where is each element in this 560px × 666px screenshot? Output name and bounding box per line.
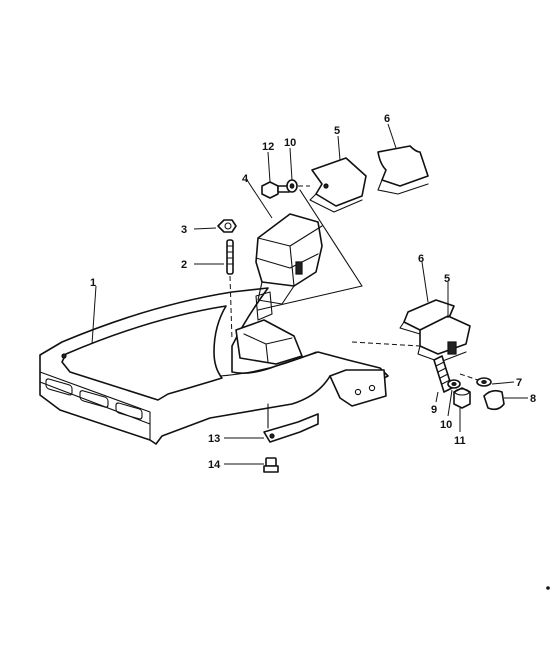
part-label-2: 2 — [181, 259, 187, 271]
part-label-11: 11 — [454, 435, 466, 447]
washer-10-right — [447, 379, 461, 389]
part-label-7: 7 — [516, 377, 522, 389]
part-label-6-upper: 6 — [384, 113, 390, 125]
insulator-pad-6-upper — [377, 145, 429, 195]
right-alignment-dash — [351, 341, 421, 347]
bolt-14 — [263, 457, 279, 473]
mount-block-4 — [255, 213, 323, 305]
part-label-13: 13 — [208, 433, 220, 445]
part-label-5-upper: 5 — [334, 125, 340, 137]
subframe-member — [39, 287, 389, 445]
bolt-12 — [261, 181, 291, 199]
part-label-8: 8 — [530, 393, 536, 405]
insulator-pad-5-upper — [309, 157, 367, 213]
part-label-3: 3 — [181, 224, 187, 236]
assembly-line-upper — [257, 189, 363, 311]
part-label-1: 1 — [90, 277, 96, 289]
stud-bolt-2 — [226, 239, 234, 341]
leader-lines — [91, 123, 528, 465]
part-label-10-right: 10 — [440, 419, 452, 431]
cap-nut-8 — [483, 389, 505, 411]
stray-dot — [546, 586, 550, 590]
part-label-5-right: 5 — [444, 273, 450, 285]
part-label-12: 12 — [262, 141, 274, 153]
part-label-14: 14 — [208, 459, 221, 471]
washer-10-upper — [286, 179, 298, 193]
part-label-4: 4 — [242, 173, 249, 185]
washer-7 — [476, 377, 492, 387]
part-label-10-upper: 10 — [284, 137, 296, 149]
washer-alignment-dash — [459, 373, 479, 381]
nut-3 — [217, 219, 237, 233]
nut-11 — [453, 387, 471, 409]
mounting-bracket — [263, 403, 319, 443]
part-label-9: 9 — [431, 404, 437, 416]
part-label-6-right: 6 — [418, 253, 424, 265]
